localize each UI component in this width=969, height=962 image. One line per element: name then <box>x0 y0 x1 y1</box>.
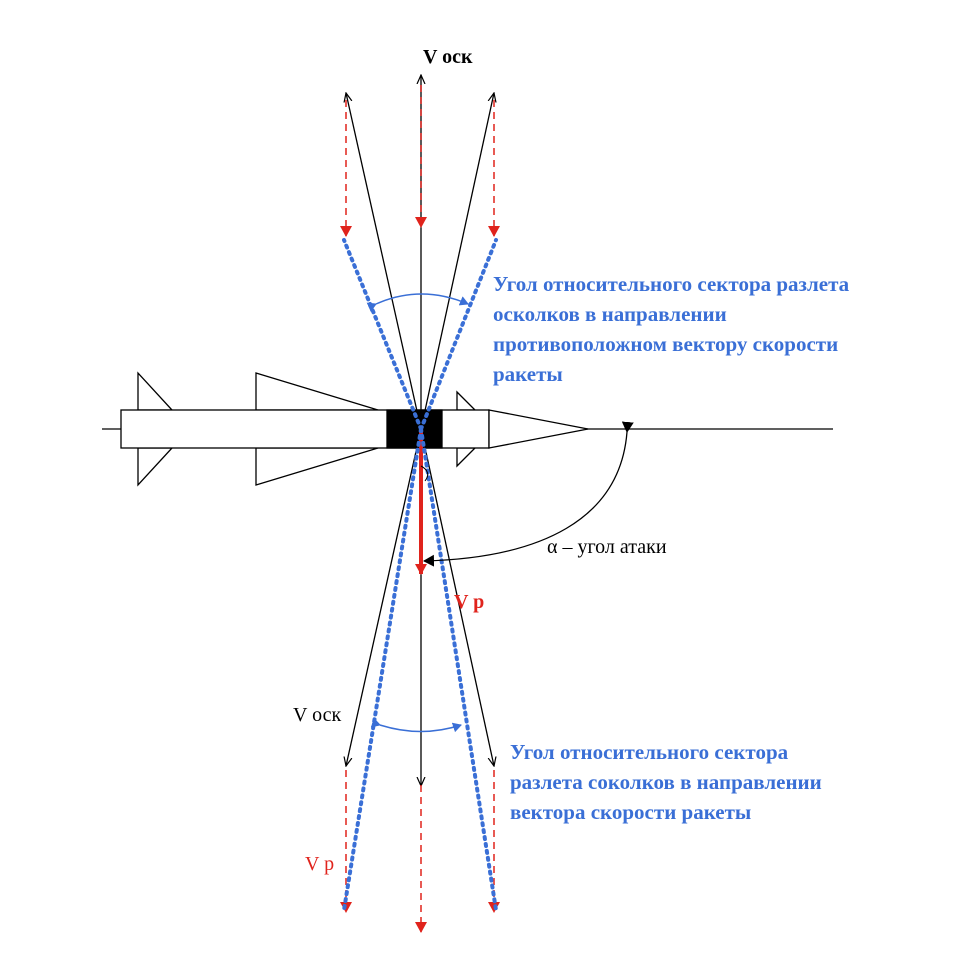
canard-top <box>456 390 477 411</box>
lower-rocket-velocity-dashed <box>340 770 500 933</box>
sector-line-upper-right <box>419 238 498 431</box>
sector-line-lower-right <box>419 427 498 912</box>
v-osk-top-label: V оск <box>423 46 473 68</box>
upper-left-vector <box>346 93 422 430</box>
lower-sector-angle-arc <box>370 717 462 733</box>
upper-rocket-velocity-dashed <box>340 85 500 237</box>
upper-fragment-vectors <box>346 75 494 430</box>
tail-fin-bottom <box>137 447 174 487</box>
wing-bottom <box>255 447 379 486</box>
upper-sector-caption-line-3: противоположном вектору скорости <box>493 332 839 356</box>
lower-left-vector <box>346 428 422 766</box>
attack-angle-arc <box>423 421 634 567</box>
wing-top <box>255 372 379 411</box>
upper-sector-caption: Угол относительного сектора разлета оско… <box>493 269 849 389</box>
attack-angle-small-arc <box>420 465 429 482</box>
sector-line-lower-left <box>342 427 423 912</box>
relative-sector-boundaries <box>342 238 498 912</box>
lower-sector-caption-line-2: разлета соколков в направлении <box>510 770 822 794</box>
lower-sector-caption: Угол относительного сектора разлета соко… <box>510 737 822 827</box>
upper-sector-caption-line-4: ракеты <box>493 362 563 386</box>
v-r-bottom-label: V р <box>305 853 335 875</box>
v-r-main-label: V р <box>454 591 485 613</box>
tail-fin-top <box>137 371 174 411</box>
canard-bottom <box>456 447 477 468</box>
upper-sector-caption-line-2: осколков в направлении <box>493 302 727 326</box>
lower-sector-caption-line-1: Угол относительного сектора <box>510 740 789 764</box>
lower-sector-caption-line-3: вектора скорости ракеты <box>510 800 752 824</box>
upper-sector-caption-line-1: Угол относительного сектора разлета <box>493 272 850 296</box>
sector-line-upper-left <box>342 238 423 431</box>
v-osk-bottom-label: V оск <box>293 704 342 726</box>
nose-cone <box>488 409 589 449</box>
upper-sector-angle-arc <box>366 293 469 312</box>
attack-angle-label: α – угол атаки <box>547 536 667 558</box>
upper-right-vector <box>420 93 494 430</box>
missile-body <box>120 371 589 487</box>
